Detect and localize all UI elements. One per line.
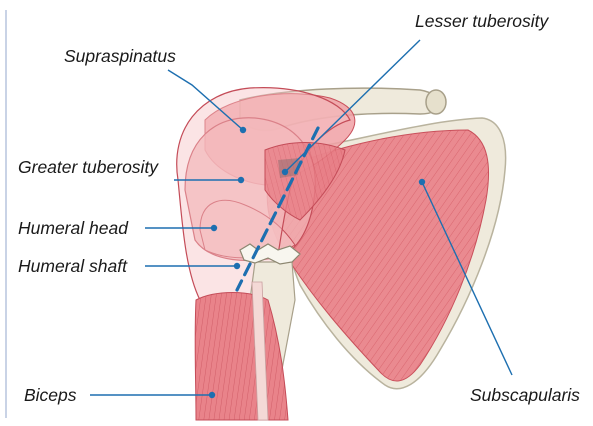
label-supraspinatus: Supraspinatus bbox=[64, 46, 176, 66]
label-greater-tuberosity: Greater tuberosity bbox=[18, 157, 159, 177]
clavicle-end bbox=[426, 90, 446, 114]
label-lesser-tuberosity: Lesser tuberosity bbox=[415, 11, 550, 31]
label-subscapularis: Subscapularis bbox=[470, 385, 580, 405]
label-humeral-shaft: Humeral shaft bbox=[18, 256, 128, 276]
label-biceps: Biceps bbox=[24, 385, 77, 405]
label-humeral-head: Humeral head bbox=[18, 218, 129, 238]
